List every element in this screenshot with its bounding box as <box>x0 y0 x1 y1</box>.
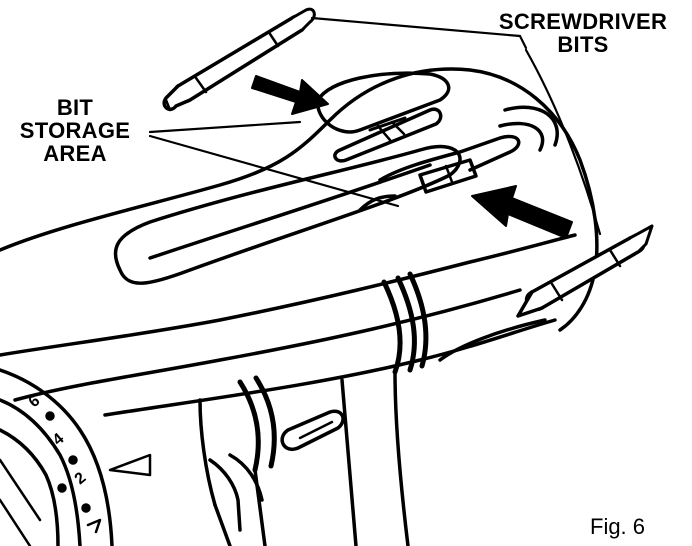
bit-storage-channel <box>113 144 462 285</box>
screwdriver-bits-label-line1: SCREWDRIVER <box>498 9 668 34</box>
arrow-up-left-icon <box>471 185 573 239</box>
leader-lines <box>148 16 602 236</box>
screwdriver-bit-top <box>162 7 316 112</box>
bit-storage-area-label-line1: BIT <box>56 95 94 120</box>
bit-storage-area-label-line2: STORAGE <box>19 118 131 143</box>
drill-handle <box>198 318 547 546</box>
dial-number-2: 2 <box>72 469 90 488</box>
screwdriver-bits-label: SCREWDRIVER BITS <box>478 10 688 56</box>
bit-cradle <box>498 105 559 152</box>
direction-switch <box>280 409 345 452</box>
upper-bit-slot <box>316 71 451 163</box>
trigger <box>208 453 264 532</box>
grip-stripes <box>237 271 429 473</box>
arrow-right-down-icon <box>251 75 329 115</box>
clutch-dial <box>0 368 152 546</box>
figure-caption: Fig. 6 <box>590 514 646 539</box>
bit-storage-area-label-line3: AREA <box>43 141 107 166</box>
screwdriver-bit-right <box>516 224 654 318</box>
drill-housing <box>0 67 599 417</box>
screwdriver-bits-label-line2: BITS <box>557 32 609 57</box>
bit-clip <box>358 134 521 212</box>
bit-storage-area-label: BIT STORAGE AREA <box>0 96 150 165</box>
